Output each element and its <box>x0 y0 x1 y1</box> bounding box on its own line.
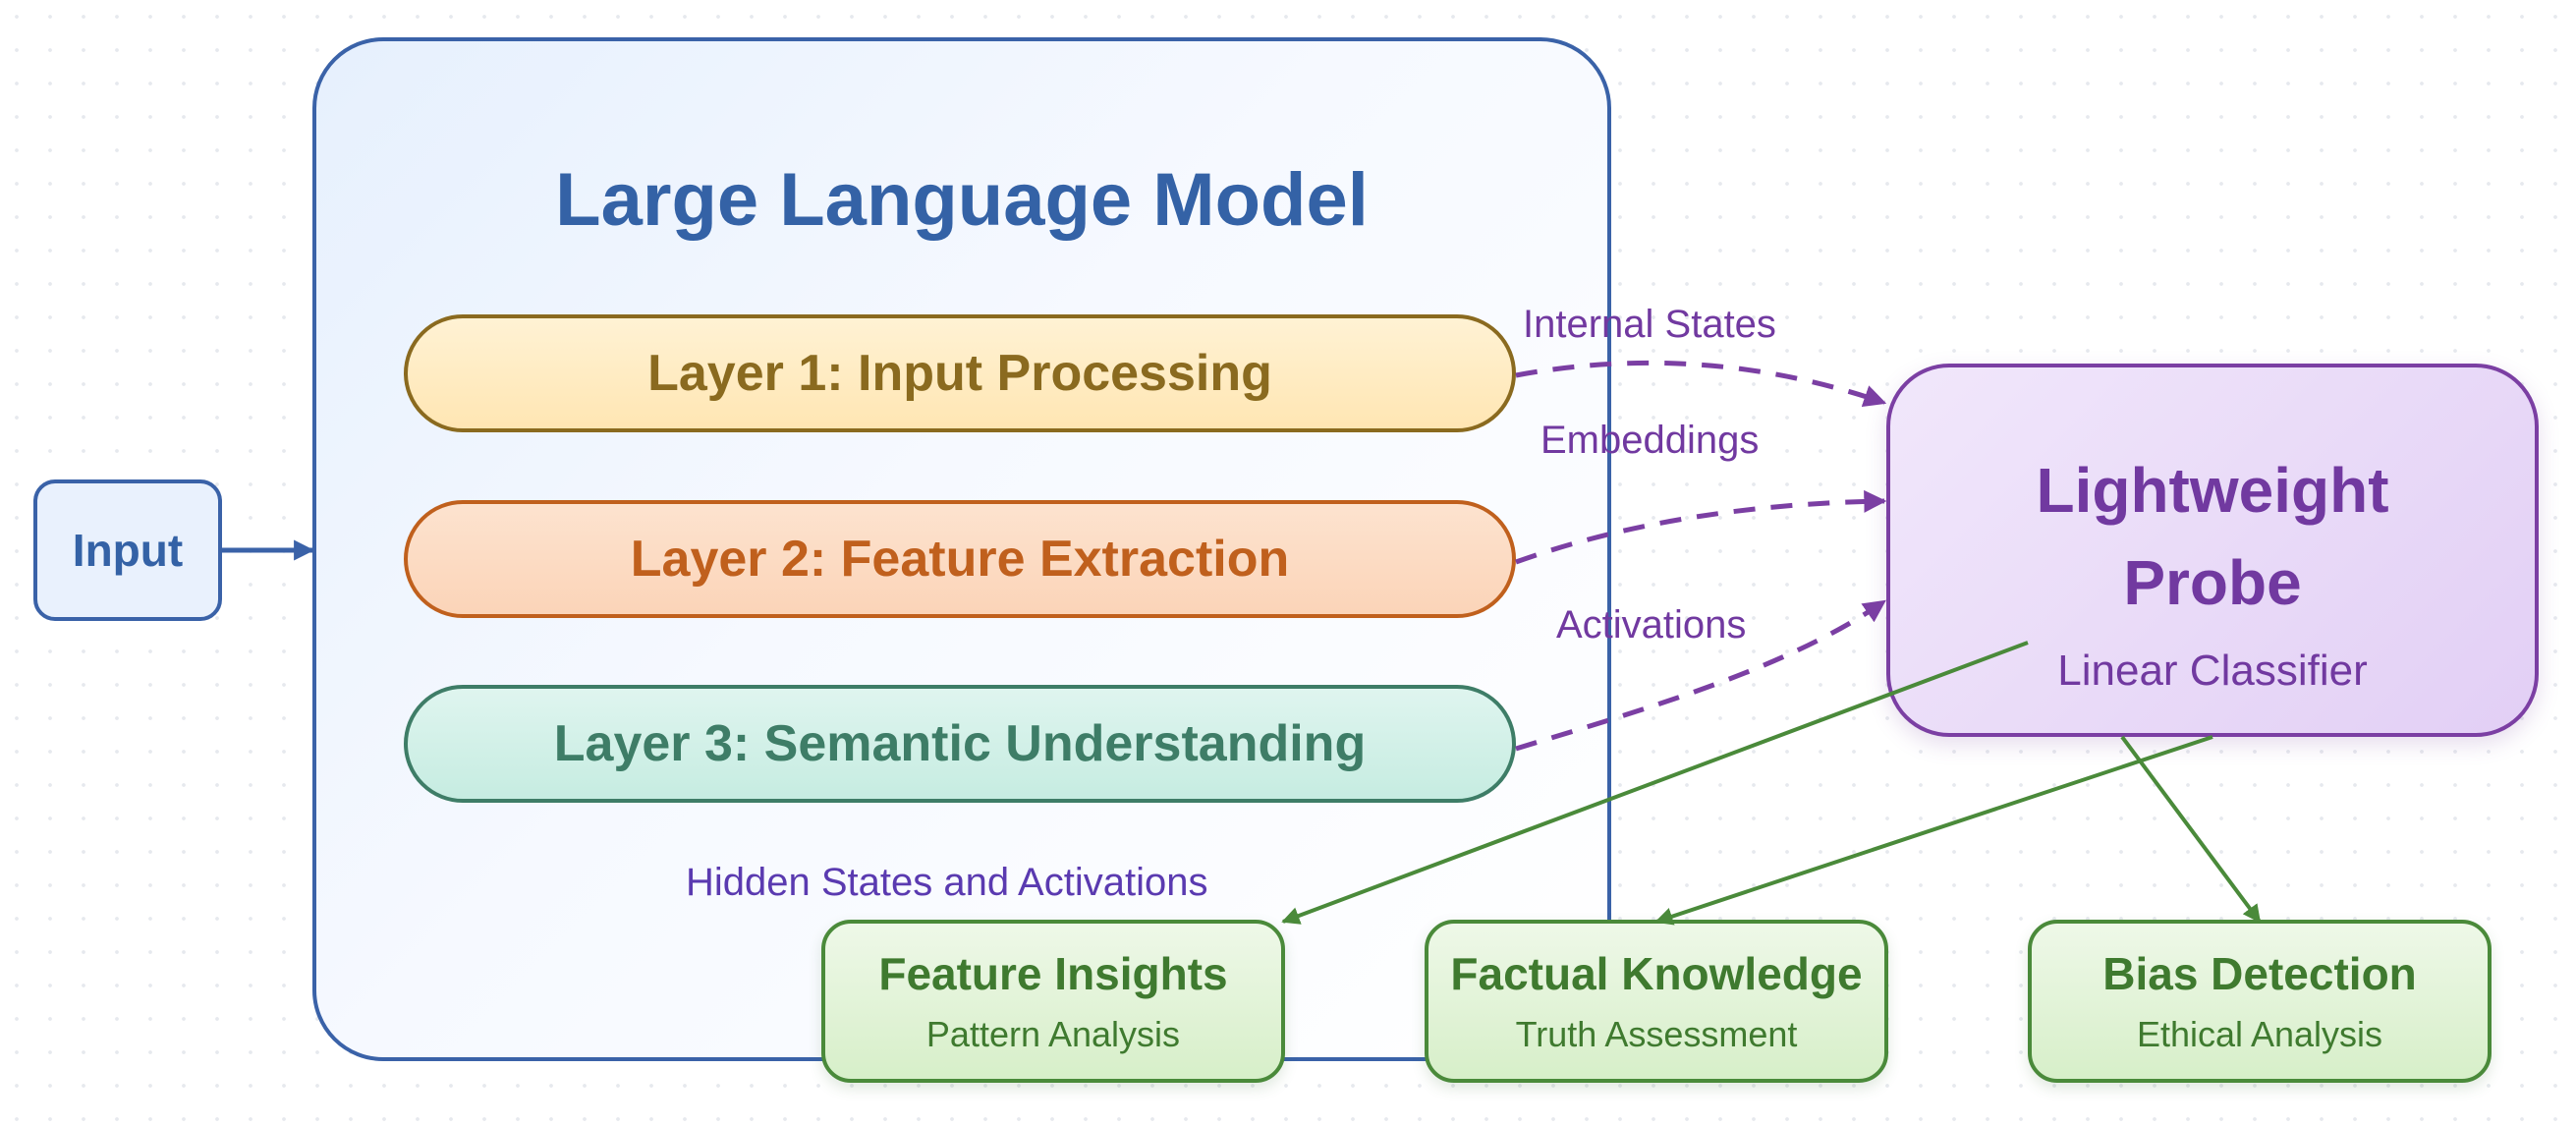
outcome-factual-knowledge: Factual Knowledge Truth Assessment <box>1425 920 1888 1083</box>
input-label: Input <box>72 525 184 576</box>
layer-2-label: Layer 2: Feature Extraction <box>630 531 1290 588</box>
outcome-feature-insights: Feature Insights Pattern Analysis <box>821 920 1285 1083</box>
probe-to-bias-detection-arrow <box>2120 735 2262 924</box>
probe-title: Lightweight Probe <box>2036 444 2388 629</box>
outcome-title: Feature Insights <box>878 948 1228 999</box>
activations-label: Activations <box>1556 603 1747 647</box>
probe-subtitle: Linear Classifier <box>2057 647 2368 695</box>
outcome-subtitle: Truth Assessment <box>1515 1014 1798 1054</box>
outcome-title: Factual Knowledge <box>1450 948 1863 999</box>
outcome-bias-detection: Bias Detection Ethical Analysis <box>2028 920 2492 1083</box>
probe-title-line-2: Probe <box>2123 547 2302 618</box>
embeddings-label: Embeddings <box>1540 419 1760 462</box>
internal-states-label: Internal States <box>1523 303 1776 346</box>
probe-title-line-1: Lightweight <box>2036 455 2389 526</box>
outcome-title: Bias Detection <box>2102 948 2417 999</box>
outcome-subtitle: Ethical Analysis <box>2136 1014 2383 1054</box>
hidden-states-label: Hidden States and Activations <box>686 861 1208 904</box>
probe-to-factual-knowledge-arrow <box>1654 735 2213 926</box>
layer-1-box: Layer 1: Input Processing <box>404 314 1516 432</box>
layer-3-box: Layer 3: Semantic Understanding <box>404 685 1516 803</box>
llm-title: Large Language Model <box>555 158 1369 242</box>
layer-2-box: Layer 2: Feature Extraction <box>404 500 1516 618</box>
input-box: Input <box>33 479 222 621</box>
layer-1-label: Layer 1: Input Processing <box>647 345 1272 402</box>
layer-3-label: Layer 3: Semantic Understanding <box>553 715 1367 772</box>
probe-box: Lightweight Probe Linear Classifier <box>1886 364 2539 737</box>
outcome-subtitle: Pattern Analysis <box>925 1014 1181 1054</box>
